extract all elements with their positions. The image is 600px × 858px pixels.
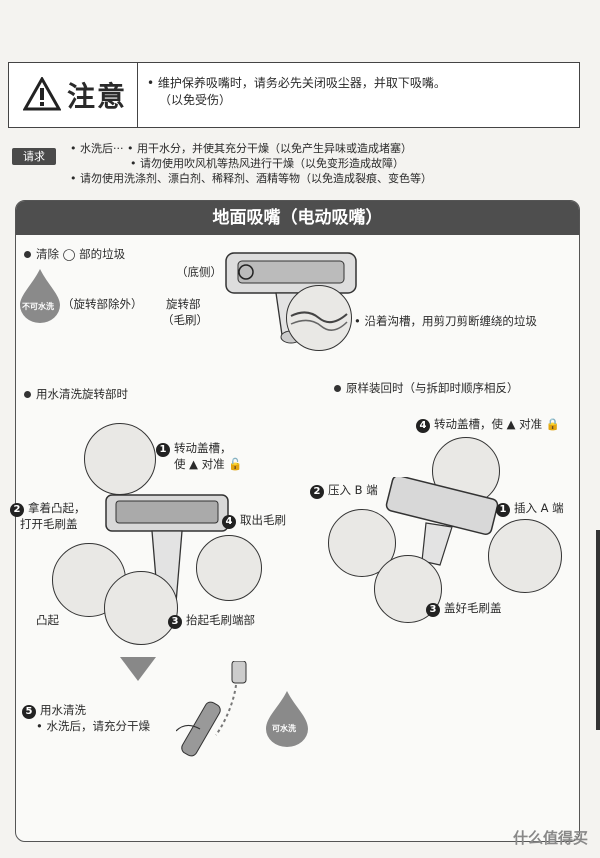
r3-number: 3 (426, 603, 440, 617)
rotor-label-2: （毛刷） (162, 313, 208, 327)
step1-number: 1 (156, 443, 170, 457)
r2-number: 2 (310, 485, 324, 499)
rotor-label-1: 旋转部 (166, 297, 201, 311)
request-notes: • 水洗后··· • 用干水分，并使其充分干燥（以免产生异味或造成堵塞） • 请… (70, 141, 432, 186)
cut-note: • 沿着沟槽，用剪刀剪断缠绕的垃圾 (354, 314, 537, 328)
washable-label: 可水洗 (272, 724, 296, 733)
washing-brush-illustration (176, 661, 247, 757)
step4-closeup (196, 535, 262, 601)
r3-label: 盖好毛刷盖 (444, 601, 502, 615)
r1-number: 1 (496, 503, 510, 517)
clean-label-row: 清除 ◯ 部的垃圾 (24, 247, 125, 262)
step1-closeup (84, 423, 156, 495)
no-wash-drop-icon (20, 269, 60, 323)
no-wash-note: （旋转部除外） (62, 297, 143, 311)
step1-line2: 使 ▲ 对准 🔓 (174, 457, 243, 471)
bullet-icon (334, 385, 341, 392)
request-line-3: • 请勿使用洗涤剂、漂白剂、稀释剂、酒精等物（以免造成裂痕、变色等） (70, 172, 432, 185)
reassemble-step2-text: 2 压入 B 端 (310, 483, 378, 499)
warning-triangle-icon (23, 77, 61, 111)
caution-line-1: • 维护保养吸嘴时，请务必先关闭吸尘器，并取下吸嘴。 (147, 76, 446, 90)
bullet-icon (24, 251, 31, 258)
step5-text: 5 用水清洗 • 水洗后，请充分干燥 (22, 703, 150, 734)
step2-number: 2 (10, 503, 24, 517)
washable-drop-icon (266, 691, 308, 747)
reassemble-heading: 原样装回时（与拆卸时顺序相反） (346, 381, 519, 395)
request-line-2: • 请勿使用吹风机等热风进行干燥（以免变形造成故障） (130, 157, 404, 170)
r4-label: 转动盖槽，使 ▲ 对准 🔒 (434, 417, 561, 431)
step1-text: 1 转动盖槽， 使 ▲ 对准 🔓 (156, 441, 243, 472)
step1-line1: 转动盖槽， (174, 441, 232, 455)
step5-line1: 用水清洗 (40, 703, 86, 717)
watermark: 什么值得买 (512, 829, 588, 847)
step3-closeup (104, 571, 178, 645)
bottom-side-label: （底侧） (176, 265, 222, 279)
step2-text: 2 拿着凸起， 打开毛刷盖 (10, 501, 86, 532)
section-title: 地面吸嘴（电动吸嘴） (16, 201, 579, 235)
nozzle-reassemble-illustration (385, 477, 499, 566)
clean-label: 清除 ◯ 部的垃圾 (36, 247, 126, 261)
request-line-1: • 水洗后··· • 用干水分，并使其充分干燥（以免产生异味或造成堵塞） (70, 142, 412, 155)
step3-text: 3 抬起毛刷端部 (168, 613, 255, 629)
floor-nozzle-section: 地面吸嘴（电动吸嘴） 清除 ◯ 部的垃圾 不可水洗 （旋转部除外） （底侧） 旋… (10, 200, 580, 842)
step3-label: 抬起毛刷端部 (186, 613, 255, 627)
bump-label: 凸起 (36, 613, 59, 627)
bullet-icon (24, 391, 31, 398)
r4-number: 4 (416, 419, 430, 433)
step4-number: 4 (222, 515, 236, 529)
r1-closeup (488, 519, 562, 593)
step4-text: 4 取出毛刷 (222, 513, 286, 529)
wash-heading: 用水清洗旋转部时 (36, 387, 128, 401)
reassemble-step1-text: 1 插入 A 端 (496, 501, 564, 517)
caution-text: • 维护保养吸嘴时，请务必先关闭吸尘器，并取下吸嘴。 （以免受伤） (147, 75, 446, 109)
caution-title: 注意 (67, 80, 128, 113)
caution-box: 注意 • 维护保养吸嘴时，请务必先关闭吸尘器，并取下吸嘴。 （以免受伤） (8, 62, 580, 128)
reassemble-step4-text: 4 转动盖槽，使 ▲ 对准 🔒 (416, 417, 560, 433)
step3-number: 3 (168, 615, 182, 629)
caution-line-2: （以免受伤） (159, 93, 232, 107)
caution-header: 注意 (9, 63, 138, 127)
request-badge: 请求 (12, 148, 56, 165)
step4-label: 取出毛刷 (240, 513, 286, 527)
r1-label: 插入 A 端 (514, 501, 564, 515)
step5-number: 5 (22, 705, 36, 719)
wash-heading-row: 用水清洗旋转部时 (24, 387, 128, 402)
reassemble-heading-row: 原样装回时（与拆卸时顺序相反） (334, 381, 519, 396)
r2-label: 压入 B 端 (328, 483, 378, 497)
cut-hair-closeup (286, 285, 352, 351)
no-wash-label: 不可水洗 (22, 302, 54, 311)
step2-line1: 拿着凸起， (28, 501, 86, 515)
step5-line2: • 水洗后，请充分干燥 (36, 719, 150, 733)
page-edge-tab (596, 530, 600, 730)
step2-line2: 打开毛刷盖 (20, 517, 78, 531)
down-arrow-icon (120, 657, 156, 681)
reassemble-step3-text: 3 盖好毛刷盖 (426, 601, 502, 617)
